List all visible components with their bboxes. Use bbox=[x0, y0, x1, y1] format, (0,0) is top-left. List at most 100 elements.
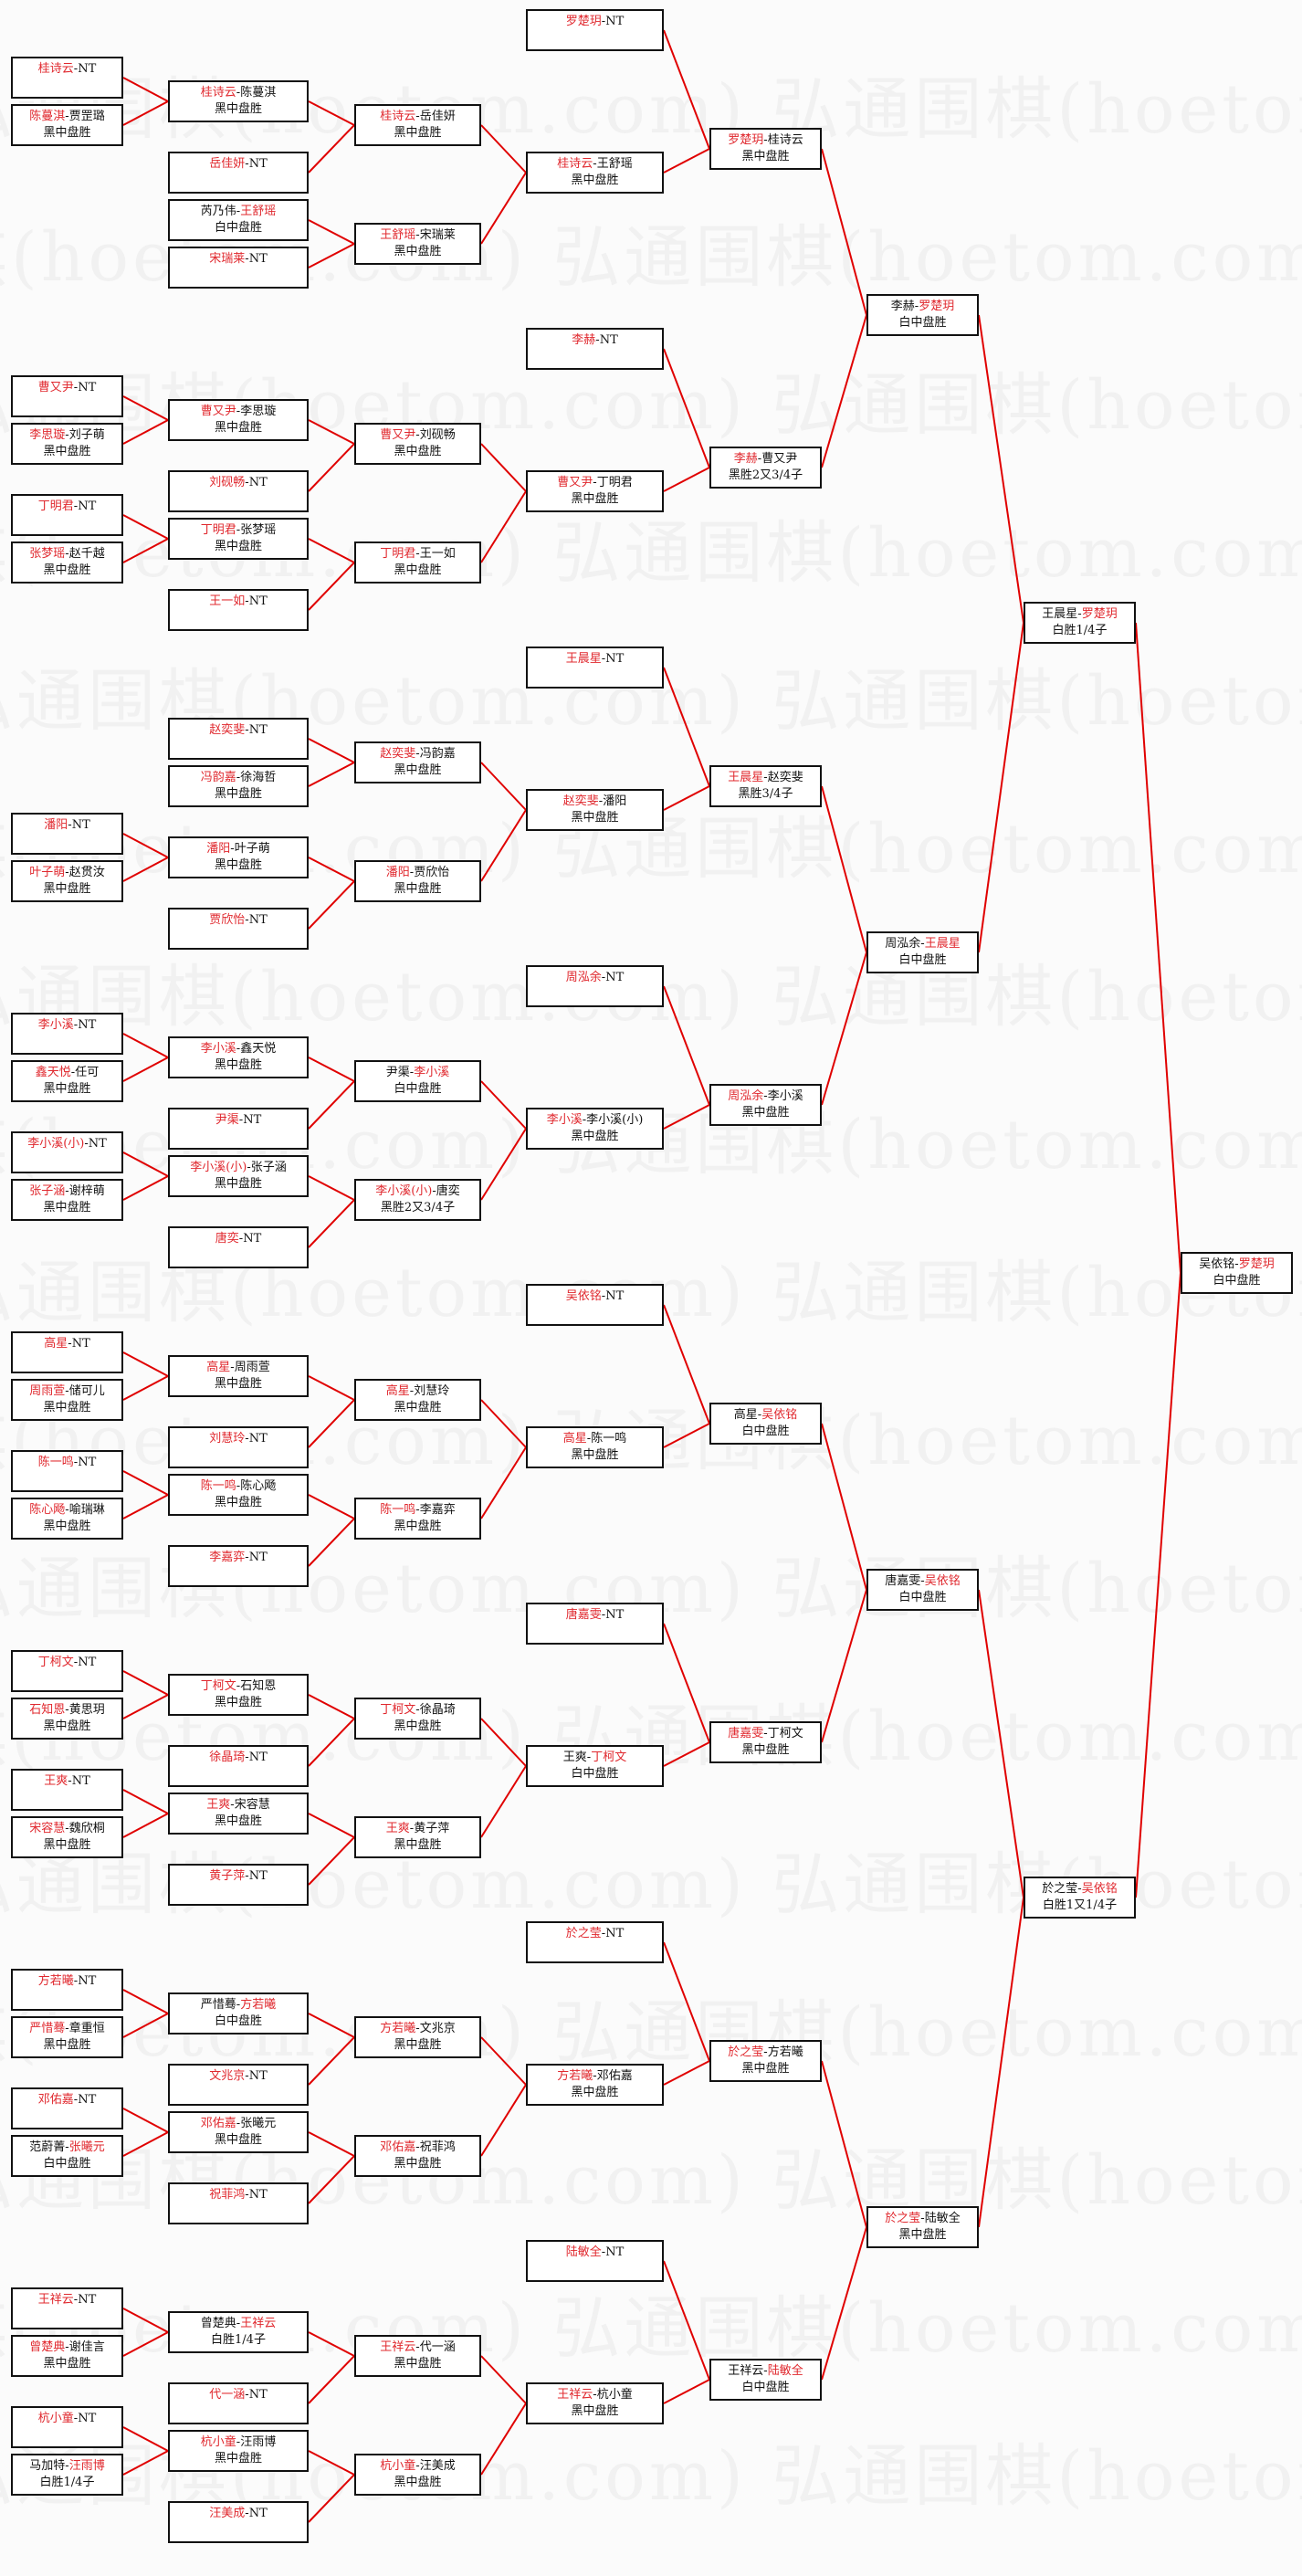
bye-box: 宋瑞莱-NT bbox=[168, 247, 309, 289]
match-result: 黑中盘胜 bbox=[43, 126, 91, 140]
match-result: 白中盘胜 bbox=[741, 2381, 790, 2394]
player-b: 任可 bbox=[75, 1066, 100, 1079]
player-b: NT bbox=[248, 913, 268, 927]
match-players: 杭小童-汪美成 bbox=[356, 2458, 479, 2475]
player-a: 杭小童 bbox=[380, 2459, 416, 2473]
connector-line bbox=[821, 148, 867, 316]
player-b: NT bbox=[605, 652, 625, 666]
player-a: 王舒瑶 bbox=[380, 228, 416, 242]
separator: - bbox=[586, 1751, 592, 1764]
separator: - bbox=[409, 1384, 415, 1398]
player-b: 李小溪(小) bbox=[586, 1113, 644, 1127]
match-players: 高星-吴依铭 bbox=[711, 1407, 820, 1424]
connector-line bbox=[480, 1399, 527, 1448]
match-players: 曾楚典-王祥云 bbox=[170, 2316, 307, 2332]
match-players: 曹又尹-丁明君 bbox=[528, 475, 662, 491]
separator: - bbox=[601, 1927, 606, 1940]
match-box: 桂诗云-王舒瑶黑中盘胜 bbox=[526, 152, 664, 194]
separator: - bbox=[593, 2388, 597, 2402]
match-result: 黑中盘胜 bbox=[741, 1743, 790, 1757]
separator: - bbox=[247, 1161, 251, 1174]
bye-box: 刘慧玲-NT bbox=[168, 1426, 309, 1468]
player-a: 王爽 bbox=[385, 1822, 410, 1835]
player-b: 王祥云 bbox=[240, 2317, 277, 2330]
player-a: 丁柯文 bbox=[37, 1656, 74, 1669]
match-players: 方若曦-邓佑嘉 bbox=[528, 2068, 662, 2085]
match-box: 周泓余-王晨星白中盘胜 bbox=[866, 931, 979, 973]
match-players: 王晨星-NT bbox=[528, 651, 662, 668]
match-box: 高星-吴依铭白中盘胜 bbox=[709, 1403, 822, 1445]
bye-box: 曹又尹-NT bbox=[11, 375, 123, 417]
separator: - bbox=[236, 1679, 241, 1693]
separator: - bbox=[601, 2245, 606, 2259]
match-result: 白胜1/4子 bbox=[39, 2476, 95, 2489]
bye-box: 杭小童-NT bbox=[11, 2406, 123, 2448]
match-box: 方若曦-邓佑嘉黑中盘胜 bbox=[526, 2064, 664, 2106]
connector-line bbox=[663, 785, 710, 811]
player-a: 宋瑞莱 bbox=[209, 252, 246, 266]
player-a: 桂诗云 bbox=[37, 62, 74, 76]
match-result: 黑中盘胜 bbox=[214, 858, 262, 872]
player-a: 丁柯文 bbox=[200, 1679, 236, 1693]
match-box: 曹又尹-丁明君黑中盘胜 bbox=[526, 470, 664, 512]
separator: - bbox=[914, 300, 919, 313]
connector-line bbox=[308, 100, 355, 126]
player-b: 吴依铭 bbox=[761, 1408, 798, 1422]
match-players: 桂诗云-陈蔓淇 bbox=[170, 85, 307, 101]
match-players: 李小溪(小)-张子涵 bbox=[170, 1160, 307, 1176]
player-a: 李小溪 bbox=[546, 1113, 583, 1127]
match-result: 黑中盘胜 bbox=[394, 2476, 442, 2489]
match-result: 黑中盘胜 bbox=[394, 1838, 442, 1852]
connector-line bbox=[308, 219, 355, 245]
match-result: 黑中盘胜 bbox=[741, 2062, 790, 2076]
match-players: 芮乃伟-王舒瑶 bbox=[170, 204, 307, 220]
match-result: 黑中盘胜 bbox=[43, 445, 91, 458]
bye-box: 高星-NT bbox=[11, 1331, 123, 1373]
connector-line bbox=[978, 1897, 1024, 2228]
player-b: NT bbox=[71, 1337, 90, 1351]
match-players: 宋容慧-魏欣桐 bbox=[13, 1821, 121, 1837]
player-b: NT bbox=[605, 1927, 625, 1940]
match-players: 张子涵-谢梓萌 bbox=[13, 1183, 121, 1200]
match-result: 黑中盘胜 bbox=[43, 882, 91, 896]
bye-box: 汪美成-NT bbox=[168, 2501, 309, 2543]
match-box: 杭小童-汪美成黑中盘胜 bbox=[354, 2454, 481, 2496]
match-box: 丁柯文-徐晶琦黑中盘胜 bbox=[354, 1698, 481, 1740]
connector-line bbox=[663, 1104, 710, 1130]
separator: - bbox=[238, 1113, 244, 1127]
match-box: 周泓余-李小溪黑中盘胜 bbox=[709, 1084, 822, 1126]
bye-box: 罗楚玥-NT bbox=[526, 9, 664, 51]
match-players: 丁柯文-石知恩 bbox=[170, 1678, 307, 1695]
player-b: 汪雨博 bbox=[68, 2459, 105, 2473]
separator: - bbox=[245, 2188, 249, 2202]
match-result: 白中盘胜 bbox=[898, 953, 947, 967]
match-players: 潘阳-NT bbox=[13, 817, 121, 834]
separator: - bbox=[245, 2507, 249, 2520]
match-players: 曹又尹-刘砚畅 bbox=[356, 427, 479, 444]
match-box: 鑫天悦-任可黑中盘胜 bbox=[11, 1060, 123, 1102]
separator: - bbox=[73, 2093, 79, 2107]
player-b: 王一如 bbox=[419, 547, 456, 561]
player-a: 叶子萌 bbox=[29, 866, 66, 879]
match-result: 黑中盘胜 bbox=[571, 1448, 619, 1462]
match-box: 於之莹-方若曦黑中盘胜 bbox=[709, 2040, 822, 2082]
player-a: 严惜蓦 bbox=[200, 1998, 236, 2012]
connector-line bbox=[821, 314, 867, 468]
player-b: NT bbox=[248, 1869, 268, 1883]
connector-line bbox=[308, 124, 355, 173]
player-b: NT bbox=[78, 2293, 97, 2307]
match-result: 白胜1/4子 bbox=[211, 2333, 266, 2347]
separator: - bbox=[73, 381, 79, 394]
match-players: 冯韵嘉-徐海哲 bbox=[170, 770, 307, 786]
separator: - bbox=[409, 866, 415, 879]
match-box: 张子涵-谢梓萌黑中盘胜 bbox=[11, 1179, 123, 1221]
player-b: 王舒瑶 bbox=[596, 157, 633, 171]
match-players: 罗楚玥-NT bbox=[528, 14, 662, 30]
match-result: 白胜1又1/4子 bbox=[1042, 1898, 1118, 1912]
connector-line bbox=[978, 1589, 1024, 1898]
player-a: 於之莹 bbox=[885, 2212, 921, 2225]
player-b: 刘砚畅 bbox=[419, 428, 456, 442]
separator: - bbox=[763, 133, 768, 147]
match-result: 黑中盘胜 bbox=[571, 2404, 619, 2418]
